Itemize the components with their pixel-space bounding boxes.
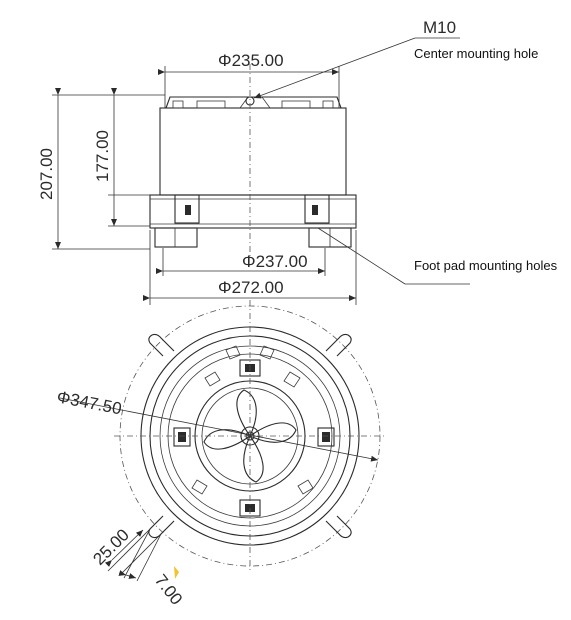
dim-base-diameter: Φ272.00 <box>218 278 284 297</box>
callout-foot-holes: Foot pad mounting holes <box>414 258 558 273</box>
top-view: Φ347.50 25.00 7.00 <box>55 300 386 609</box>
dim-top-diameter: Φ235.00 <box>218 51 284 70</box>
dim-lug-width: 25.00 <box>89 525 133 569</box>
highlight-mark <box>174 566 179 579</box>
dim-outer-diameter: Φ347.50 <box>55 387 123 418</box>
foot-pad-left <box>154 227 198 248</box>
fan-impeller <box>203 389 297 483</box>
dim-lug-offset: 7.00 <box>151 571 186 609</box>
side-view: Φ235.00 207.00 177.00 Φ237.00 Φ272.00 M1… <box>37 18 558 305</box>
base-flange <box>149 194 357 229</box>
motor-body <box>159 107 347 196</box>
dim-overall-height: 207.00 <box>37 148 56 200</box>
dim-body-height: 177.00 <box>93 130 112 182</box>
callout-thread: M10 <box>423 18 456 37</box>
dim-foot-circle: Φ237.00 <box>242 252 308 271</box>
callout-center-hole: Center mounting hole <box>414 46 538 61</box>
